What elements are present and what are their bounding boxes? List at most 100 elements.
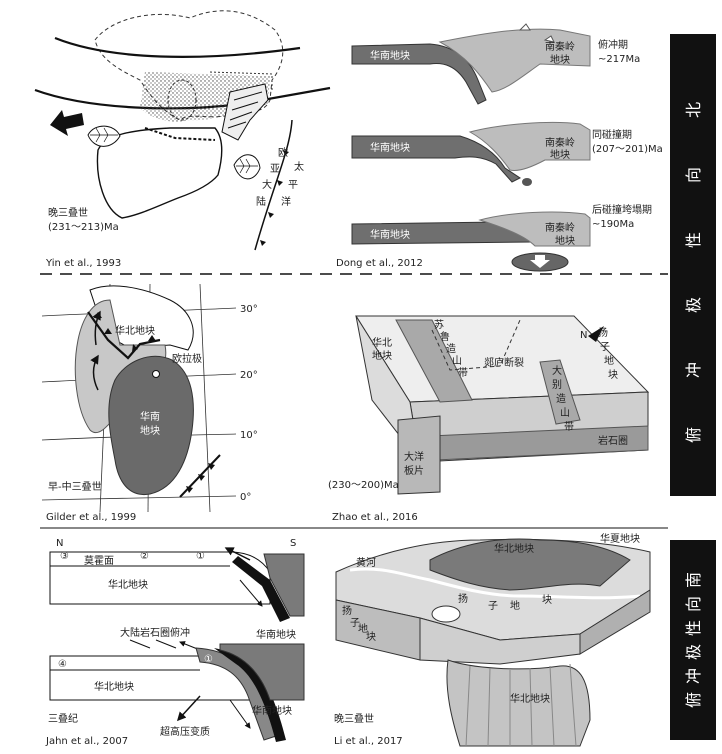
- svg-text:俯: 俯: [684, 427, 703, 443]
- zhao-age: (230～200)Ma: [328, 480, 399, 491]
- gilder-north-china-label: 华北地块: [115, 324, 155, 337]
- svg-text:南: 南: [684, 572, 703, 588]
- zhao-oceanic-label: 大洋 板片: [404, 450, 424, 477]
- jahn-caption: Jahn et al., 2007: [45, 736, 128, 747]
- li-right-slab: [579, 589, 651, 655]
- jahn-north-china-2: 华北地块: [94, 680, 134, 693]
- jahn-age: 三叠纪: [48, 713, 78, 725]
- svg-text:地块: 地块: [372, 349, 392, 362]
- li-lens: [431, 605, 461, 623]
- subduction-line-1: [54, 36, 301, 58]
- yin-caption: Yin et al., 1993: [45, 258, 121, 269]
- svg-text:①: ①: [204, 654, 213, 665]
- svg-text:洋: 洋: [281, 195, 291, 208]
- svg-text:华南地块: 华南地块: [370, 228, 410, 241]
- svg-text:向: 向: [684, 167, 703, 183]
- side-label-north: 俯 冲 极 性 向 北: [684, 102, 703, 443]
- panel-zhao-2016: N 华北 地块 苏 鲁 造 山 带 郯庐断裂 大 别 造 山 带 扬 子 地 块…: [328, 315, 650, 523]
- svg-text:扬: 扬: [598, 326, 608, 339]
- svg-text:华南地块: 华南地块: [370, 141, 410, 154]
- svg-text:平: 平: [288, 180, 298, 191]
- convergence-arrow: [50, 110, 84, 136]
- jahn-upper-slab: [232, 556, 290, 622]
- svg-text:性: 性: [684, 232, 703, 248]
- svg-text:冲: 冲: [684, 668, 703, 684]
- dong-sc-label-1: 华南地块: [370, 49, 410, 62]
- south-china-outline: [96, 127, 223, 219]
- gilder-caption: Gilder et al., 1999: [46, 512, 136, 523]
- lat-0: 0°: [240, 492, 251, 503]
- svg-text:北: 北: [684, 102, 703, 118]
- svg-text:地: 地: [510, 599, 520, 612]
- svg-text:造: 造: [446, 342, 456, 355]
- li-yellow-river-label: 黄河: [356, 556, 376, 569]
- svg-text:带: 带: [564, 421, 574, 433]
- svg-text:向: 向: [684, 596, 703, 612]
- li-age: 晚三叠世: [334, 713, 374, 725]
- side-label-south-box: [670, 540, 716, 740]
- svg-text:扬: 扬: [342, 604, 352, 617]
- jahn-n: N: [56, 538, 63, 549]
- svg-text:山: 山: [452, 355, 462, 367]
- svg-text:②: ②: [140, 551, 149, 562]
- svg-text:块: 块: [608, 369, 618, 381]
- zhao-north-china: 华北 地块: [372, 336, 392, 362]
- li-yangtze-label: 扬 子 地 块: [458, 592, 552, 612]
- dashed-oval: [167, 79, 197, 121]
- panel-gilder-1999: 30° 20° 10° 0° 华北地块 欧拉极 华南 地块 早-中三叠世 Gil…: [41, 283, 258, 523]
- eurasia-label: 欧 亚 大 陆: [256, 147, 288, 208]
- dong-qinling-2: [468, 121, 591, 171]
- svg-text:大洋: 大洋: [404, 450, 424, 463]
- jahn-moho: 莫霍面: [84, 555, 114, 567]
- svg-text:②: ②: [206, 669, 215, 680]
- svg-text:陆: 陆: [256, 195, 266, 208]
- zhao-dabie-label: 大 别 造 山 带: [552, 364, 574, 433]
- svg-text:地: 地: [358, 622, 368, 635]
- north-arrow-icon: [588, 326, 604, 342]
- svg-text:子: 子: [488, 600, 498, 612]
- svg-text:块: 块: [542, 594, 552, 606]
- svg-text:别: 别: [552, 379, 562, 391]
- svg-text:N: N: [580, 330, 587, 341]
- svg-text:南秦岭: 南秦岭: [545, 136, 575, 149]
- gilder-age: 早-中三叠世: [48, 480, 102, 493]
- panel-jahn-2007: N S 莫霍面 ③ ② ① 华北地块 华南地块 大陆岩石圈俯冲 ④ ① ② ③ …: [45, 538, 305, 747]
- svg-text:华南: 华南: [140, 410, 160, 423]
- panel-dong-2012: 华南地块 南秦岭 地块 俯冲期 ~217Ma 华南地块 南秦岭 地块 同碰撞期 …: [336, 23, 663, 272]
- dong-qinling-3: [478, 211, 591, 247]
- jahn-s: S: [290, 538, 296, 549]
- svg-text:造: 造: [556, 392, 566, 405]
- zhao-lithosphere-label: 岩石圈: [598, 434, 628, 447]
- panel-yin-1993: 欧 亚 大 陆 太 平 洋 晚三叠世 (231～213)Ma Yin et al…: [34, 10, 331, 269]
- zhao-caption: Zhao et al., 2016: [332, 512, 418, 523]
- svg-text:极: 极: [684, 297, 703, 313]
- svg-text:大: 大: [262, 178, 272, 191]
- lat-10: 10°: [240, 430, 258, 441]
- zhao-tanlu-label: 郯庐断裂: [484, 356, 524, 369]
- svg-text:南秦岭: 南秦岭: [545, 221, 575, 234]
- li-north-china-label: 华北地块: [494, 542, 534, 555]
- dotted-boundary: [209, 71, 273, 90]
- euler-pole-dot: [152, 370, 160, 378]
- dong-stage2-a: 同碰撞期: [592, 128, 632, 141]
- panel-li-2017: 黄河 华北地块 华夏地块 扬 子 地 块 扬 子 地 块 华北地块 晚三叠世 L…: [334, 532, 651, 747]
- li-subducted-slab: [446, 659, 591, 747]
- jahn-south-plate-grey: [219, 643, 305, 701]
- svg-text:太: 太: [294, 160, 304, 173]
- svg-text:俯: 俯: [684, 692, 703, 708]
- li-yangtze-left-label: 扬 子 地 块: [342, 604, 376, 643]
- zhao-sulu-label: 苏 鲁 造 山 带: [434, 318, 468, 379]
- gilder-suture: [87, 311, 161, 360]
- svg-text:④: ④: [58, 659, 67, 670]
- dong-stage1-b: ~217Ma: [598, 54, 640, 65]
- svg-text:带: 带: [458, 367, 468, 379]
- svg-text:地块: 地块: [550, 148, 570, 161]
- jahn-north-china-1: 华北地块: [108, 578, 148, 591]
- pacific-boundary: [254, 119, 293, 251]
- svg-text:③: ③: [60, 551, 69, 562]
- jahn-south-china-2: 华南地块: [252, 704, 292, 717]
- dong-qinling-1: [438, 28, 591, 93]
- li-huaxia-label: 华夏地块: [600, 532, 640, 545]
- svg-text:③: ③: [210, 684, 219, 695]
